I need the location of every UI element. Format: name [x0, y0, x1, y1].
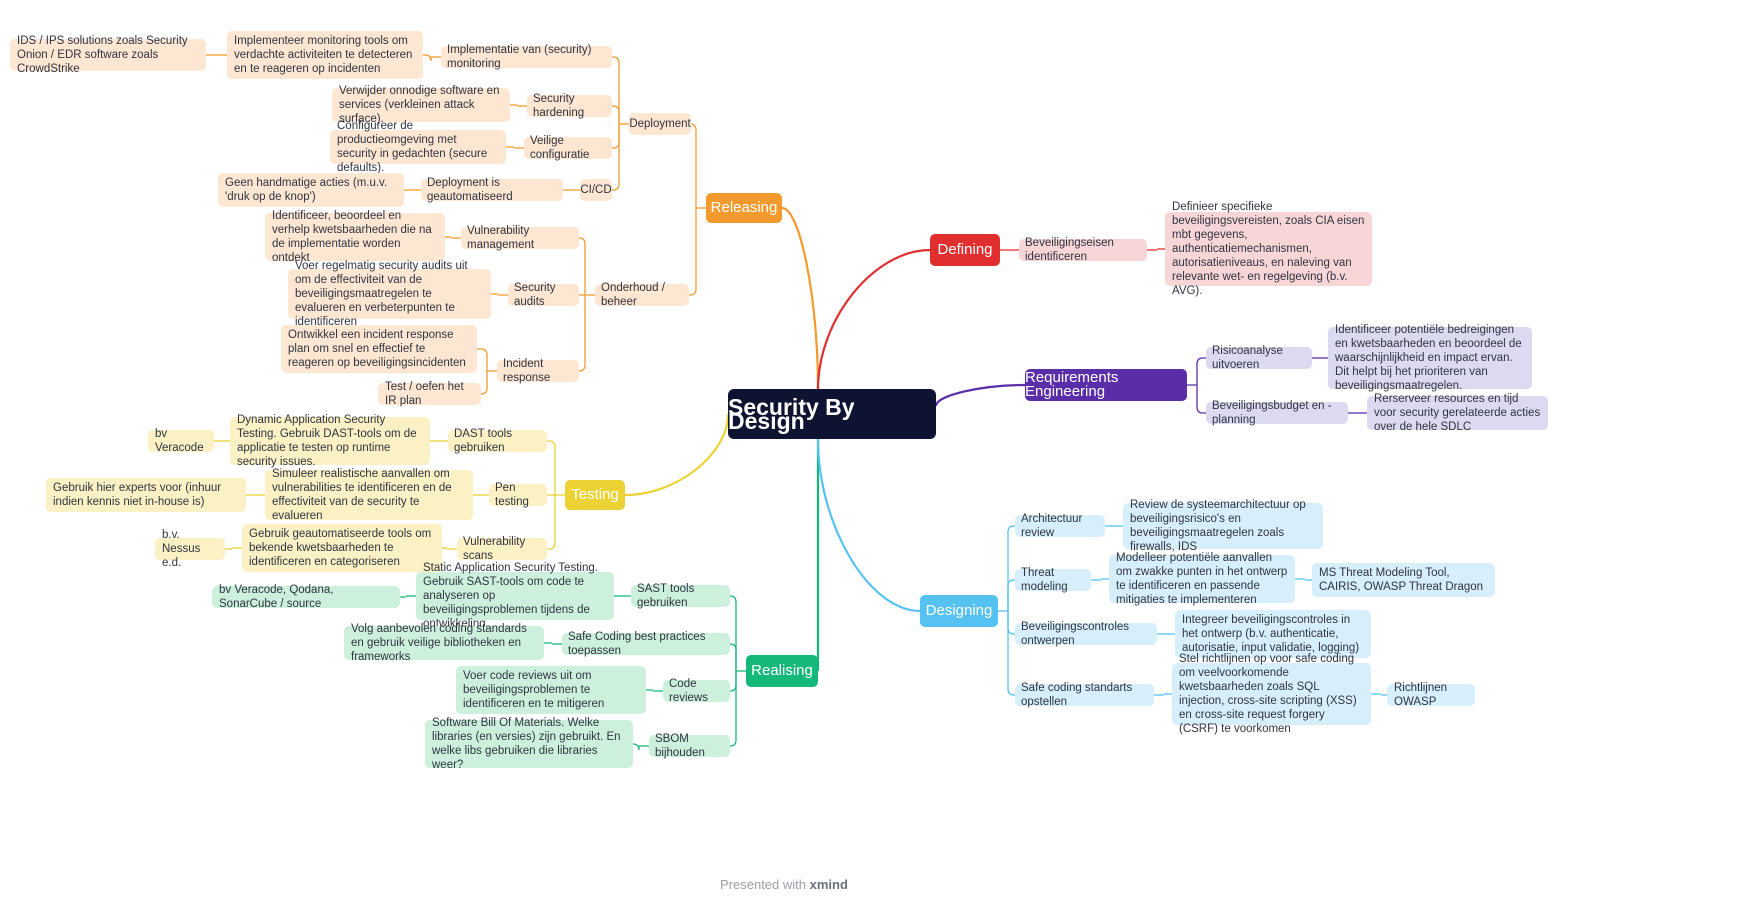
note-safe-coding-standards[interactable]: Stel richtlijnen op voor safe coding om … [1172, 653, 1371, 735]
note-dast-example[interactable]: bv Veracode [148, 428, 214, 454]
subtopic-monitoring[interactable]: Implementatie van (security) monitoring [441, 44, 612, 70]
onder-0 [578, 237, 586, 295]
note-threat-modeling[interactable]: Modelleer potentiële aanvallen om zwakke… [1109, 552, 1295, 606]
subtopic-vulnerability-scans[interactable]: Vulnerability scans [457, 536, 547, 562]
note-pen-testing-example[interactable]: Gebruik hier experts voor (inhuur indien… [46, 478, 246, 512]
note-threat-modeling-tools[interactable]: MS Threat Modeling Tool, CAIRIS, OWASP T… [1312, 563, 1495, 597]
branch-designing [816, 438, 921, 613]
subtopic-safe-coding[interactable]: Safe Coding best practices toepassen [562, 631, 730, 657]
test-2 [547, 495, 556, 550]
subtopic-security-audits[interactable]: Security audits [508, 282, 579, 308]
topic-defining[interactable]: Defining [930, 234, 1000, 266]
footer-prefix: Presented with [720, 877, 806, 892]
real-2 [729, 671, 737, 692]
topic-realising[interactable]: Realising [746, 655, 818, 687]
subtopic-sbom[interactable]: SBOM bijhouden [649, 733, 730, 759]
subtopic-incident-response[interactable]: Incident response [497, 358, 579, 384]
subtopic-security-controls[interactable]: Beveiligingscontroles ontwerpen [1015, 621, 1157, 647]
dep-2 [612, 124, 620, 149]
topic-testing[interactable]: Testing [565, 480, 625, 510]
dep-1 [612, 105, 620, 124]
note-sast[interactable]: Static Application Security Testing. Geb… [416, 562, 614, 630]
note-code-reviews[interactable]: Voer code reviews uit om beveiligingspro… [456, 666, 646, 714]
note-vulnerability-scans[interactable]: Gebruik geautomatiseerde tools om bekend… [242, 524, 442, 572]
subtopic-threat-modeling[interactable]: Threat modeling [1015, 567, 1091, 593]
note-dast[interactable]: Dynamic Application Security Testing. Ge… [230, 414, 430, 468]
subtopic-deployment[interactable]: Deployment [629, 113, 691, 135]
branch-defining [816, 248, 931, 390]
note-security-controls[interactable]: Integreer beveiligingscontroles in het o… [1175, 610, 1371, 658]
subtopic-sast[interactable]: SAST tools gebruiken [631, 583, 730, 609]
ir-0 [477, 348, 488, 371]
topic-requirements-engineering[interactable]: Requirements Engineering [1025, 369, 1187, 401]
note-incident-response[interactable]: Ontwikkel een incident response plan om … [281, 325, 477, 373]
subtopic-cicd[interactable]: CI/CD [580, 179, 612, 201]
note-pen-testing[interactable]: Simuleer realistische aanvallen om vulne… [265, 468, 473, 522]
subtopic-config[interactable]: Veilige configuratie [524, 135, 612, 161]
real-0 [729, 595, 737, 671]
rel-0 [689, 123, 697, 208]
note-owasp-guidelines[interactable]: Richtlijnen OWASP [1387, 682, 1475, 708]
dep-0 [612, 56, 620, 124]
subtopic-hardening[interactable]: Security hardening [527, 93, 612, 119]
rel-1 [689, 208, 697, 296]
subtopic-automated-deployment[interactable]: Deployment is geautomatiseerd [421, 177, 563, 203]
central-topic[interactable]: Security By Design [728, 389, 936, 439]
des-0 [1007, 525, 1015, 611]
note-architecture-review[interactable]: Review de systeemarchitectuur op beveili… [1123, 499, 1323, 553]
note-security-requirements[interactable]: Definieer specifieke beveiligingsvereist… [1165, 201, 1372, 297]
note-ir-test[interactable]: Test / oefen het IR plan [378, 381, 481, 407]
branch-testing [624, 413, 730, 497]
subtopic-security-budget[interactable]: Beveiligingsbudget en -planning [1206, 400, 1348, 426]
dep-3 [612, 124, 620, 191]
onder-2 [578, 295, 586, 372]
sbom-0 [632, 743, 640, 751]
subtopic-code-reviews[interactable]: Code reviews [663, 678, 730, 704]
branch-releasing [781, 206, 820, 390]
req-0 [1196, 357, 1206, 385]
note-monitoring[interactable]: Implementeer monitoring tools om verdach… [227, 31, 423, 79]
note-vulnerability-scans-example[interactable]: b.v. Nessus e.d. [155, 529, 225, 569]
note-sast-example[interactable]: bv Veracode, Qodana, SonarCube / source [212, 584, 400, 610]
mon-0 [423, 54, 432, 62]
subtopic-safe-coding-standards[interactable]: Safe coding standarts opstellen [1015, 682, 1154, 708]
note-config[interactable]: Configureer de productieomgeving met sec… [330, 120, 506, 174]
real-1 [729, 643, 737, 671]
note-sbom[interactable]: Software Bill Of Materials. Welke librar… [425, 717, 633, 771]
footer-branding: Presented with xmind [720, 877, 980, 892]
real-3 [729, 671, 737, 747]
subtopic-architecture-review[interactable]: Architectuur review [1015, 513, 1105, 539]
subtopic-maintenance[interactable]: Onderhoud / beheer [595, 282, 689, 308]
subtopic-security-requirements[interactable]: Beveiligingseisen identificeren [1019, 237, 1147, 263]
branch-requirements [934, 383, 1026, 407]
note-hardening[interactable]: Verwijder onnodige software en services … [332, 85, 510, 125]
note-safe-coding[interactable]: Volg aanbevolen coding standards en gebr… [344, 623, 544, 663]
des-2 [1007, 611, 1015, 635]
des-1 [1007, 579, 1015, 611]
test-0 [547, 440, 556, 495]
note-vulnerability-management[interactable]: Identificeer, beoordeel en verhelp kwets… [265, 210, 445, 264]
subtopic-pen-testing[interactable]: Pen testing [489, 482, 547, 508]
des-3 [1007, 611, 1015, 696]
subtopic-risk-analysis[interactable]: Risicoanalyse uitvoeren [1206, 345, 1312, 371]
note-security-audits[interactable]: Voer regelmatig security audits uit om d… [288, 260, 491, 328]
req-1 [1196, 385, 1206, 414]
note-risk-analysis[interactable]: Identificeer potentiële bedreigingen en … [1328, 324, 1532, 392]
xmind-logo-text: xmind [809, 877, 848, 892]
subtopic-dast[interactable]: DAST tools gebruiken [448, 428, 547, 454]
topic-releasing[interactable]: Releasing [706, 193, 782, 223]
ir-1 [480, 371, 488, 395]
note-security-budget[interactable]: Rerserveer resources en tijd voor securi… [1367, 393, 1548, 433]
note-automated-deployment[interactable]: Geen handmatige acties (m.u.v. 'druk op … [218, 173, 404, 207]
topic-designing[interactable]: Designing [920, 595, 998, 627]
subtopic-vulnerability-management[interactable]: Vulnerability management [461, 225, 579, 251]
note-monitoring-example[interactable]: IDS / IPS solutions zoals Security Onion… [10, 35, 206, 75]
